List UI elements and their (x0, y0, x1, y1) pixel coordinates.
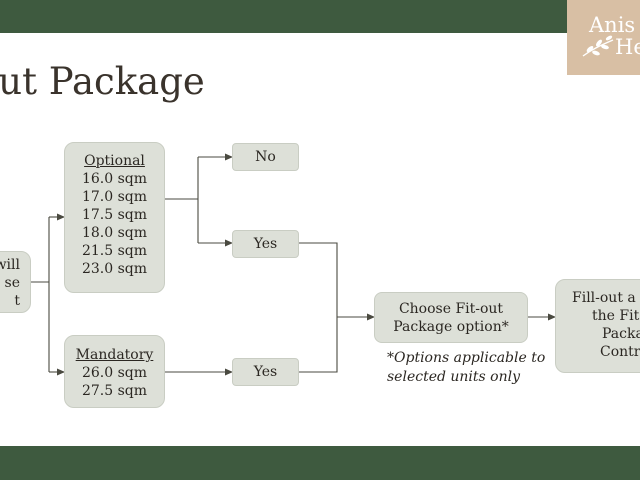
note-line-1: *Options applicable to (387, 350, 546, 366)
mandatory-heading: Mandatory (75, 347, 154, 363)
connector-yes-2-out (299, 317, 338, 373)
bottom-band (0, 446, 640, 480)
page-title: out Package (0, 60, 205, 103)
final-line-4: Contr (600, 344, 640, 360)
optional-size: 23.0 sqm (81, 261, 148, 277)
options-note: *Options applicable to selected units on… (387, 349, 545, 387)
logo-text-line1: Anis (589, 13, 636, 37)
no-label: No (255, 149, 276, 165)
optional-size: 16.0 sqm (81, 171, 148, 187)
choose-line-1: Choose Fit-out (398, 301, 504, 317)
yes-node-1: Yes (232, 230, 299, 258)
no-node: No (232, 143, 299, 171)
mandatory-node: Mandatory 26.0 sqm 27.5 sqm (64, 335, 165, 408)
mandatory-size: 27.5 sqm (81, 383, 148, 399)
optional-node: Optional 16.0 sqm 17.0 sqm 17.5 sqm 18.0… (64, 142, 165, 293)
final-line-1: Fill-out a (572, 290, 636, 306)
optional-heading: Optional (84, 153, 145, 169)
note-line-2: selected units only (387, 369, 520, 385)
choose-line-2: Package option* (393, 319, 509, 335)
connector-yes-1-out (299, 242, 338, 317)
optional-size: 18.0 sqm (81, 225, 148, 241)
start-line-3: t (14, 293, 20, 309)
olive-branch-icon (582, 35, 614, 57)
final-node: Fill-out a the Fit Packa Contr (555, 279, 640, 373)
top-band (0, 0, 640, 33)
start-line-1: will (0, 257, 20, 273)
logo-text-line2: He (615, 35, 640, 59)
start-node: will se t (0, 251, 31, 313)
yes-node-2: Yes (232, 358, 299, 386)
optional-size: 21.5 sqm (81, 243, 148, 259)
final-line-3: Packa (602, 326, 640, 342)
final-line-2: the Fit (592, 308, 640, 324)
yes-label-2: Yes (253, 364, 278, 380)
brand-logo: Anis He (567, 0, 640, 75)
optional-size: 17.0 sqm (81, 189, 148, 205)
mandatory-size: 26.0 sqm (81, 365, 148, 381)
choose-option-node: Choose Fit-out Package option* (374, 292, 528, 343)
yes-label-1: Yes (253, 236, 278, 252)
start-line-2: se (4, 275, 20, 291)
optional-size: 17.5 sqm (81, 207, 148, 223)
